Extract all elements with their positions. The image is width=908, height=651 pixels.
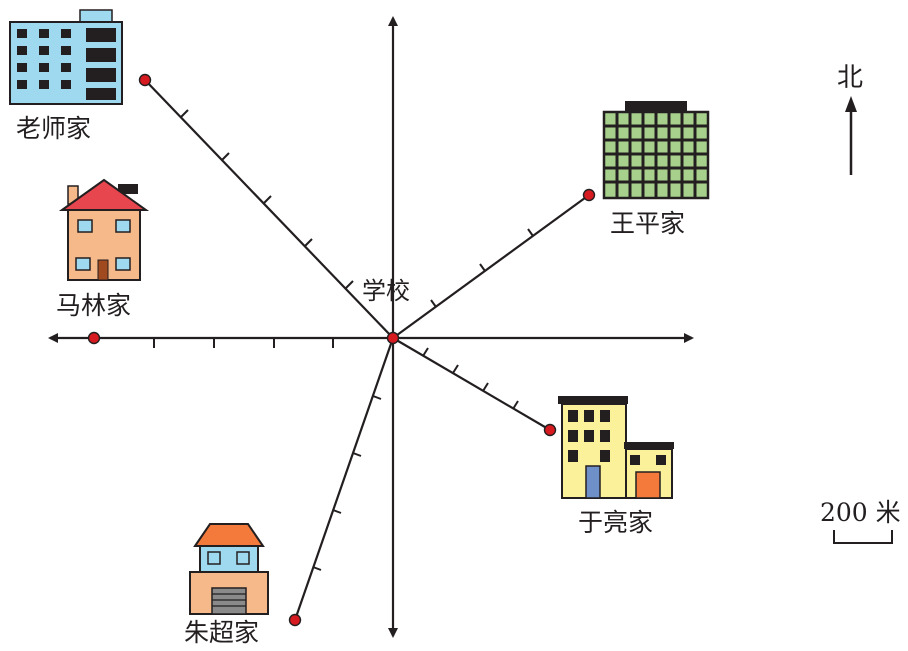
yuliang-home-label: 于亮家 [578, 508, 653, 537]
wangping-building-icon [604, 101, 708, 198]
scale-label: 200 米 [820, 498, 901, 527]
zhuchao-home-label: 朱超家 [184, 618, 259, 647]
axes [50, 18, 692, 636]
malin-home-label: 马林家 [56, 291, 131, 320]
teacher-home-label: 老师家 [16, 114, 91, 143]
west-ticks [154, 338, 333, 348]
school-label: 学校 [362, 277, 410, 305]
yuliang-point [545, 425, 556, 436]
wangping-point [584, 190, 595, 201]
north-arrow-icon [845, 96, 857, 175]
route-zhuchao [295, 338, 393, 620]
teacher-building-icon [10, 10, 122, 104]
malin-house-icon [62, 180, 146, 280]
points [89, 75, 595, 626]
zhuchao-house-icon [190, 524, 268, 614]
route-wangping [393, 195, 589, 338]
scale-bar [834, 530, 892, 543]
zhuchao-point [290, 615, 301, 626]
wangping-home-label: 王平家 [610, 209, 685, 238]
route-ticks [181, 110, 533, 570]
route-yuliang [393, 338, 550, 430]
north-label: 北 [837, 63, 863, 93]
teacher-point [140, 75, 151, 86]
malin-point [89, 333, 100, 344]
route-teacher [145, 80, 393, 338]
yuliang-building-icon [558, 396, 674, 498]
school-point [388, 333, 399, 344]
